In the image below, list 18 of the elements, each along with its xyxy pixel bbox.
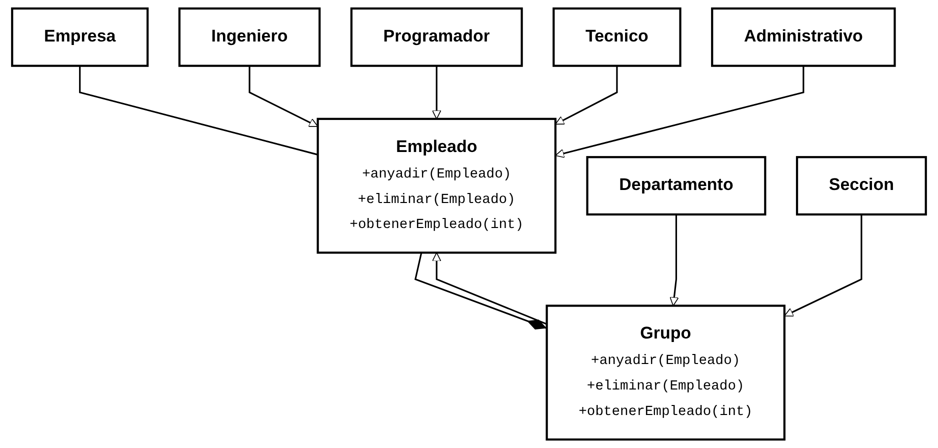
inheritance-arrow <box>670 214 679 306</box>
class-box: Tecnico <box>552 7 682 67</box>
class-box: Seccion <box>796 156 927 216</box>
class-box: Programador <box>350 7 523 67</box>
class-box: Grupo +anyadir(Empleado) +eliminar(Empleado) +obtenerEmpleado(int) <box>546 304 786 441</box>
inheritance-arrow <box>555 66 804 158</box>
composition-line <box>414 252 548 330</box>
inheritance-arrow <box>555 66 618 125</box>
class-box: Administrativo <box>711 7 896 67</box>
inheritance-arrow <box>432 252 548 325</box>
inheritance-arrow <box>432 66 442 120</box>
inheritance-arrow <box>784 214 862 317</box>
class-box: Departamento <box>586 156 766 216</box>
class-box: Ingeniero <box>178 7 321 67</box>
class-box: Empleado +anyadir(Empleado) +eliminar(Empleado) +obtenerEmpleado(int) <box>316 118 556 254</box>
inheritance-arrow <box>248 66 318 127</box>
class-box: Empresa <box>11 7 149 67</box>
association-line <box>79 66 318 156</box>
